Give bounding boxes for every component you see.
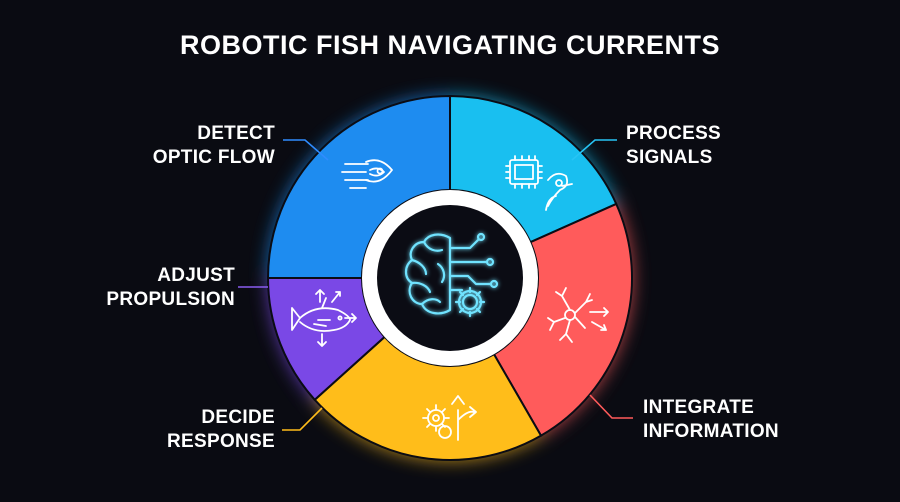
leader-line-process	[571, 139, 617, 161]
brain-circuit-gear-icon	[404, 232, 499, 318]
neuron-network-icon	[547, 287, 609, 343]
gears-branch-arrow-icon	[422, 395, 477, 441]
eye-flow-icon	[341, 159, 393, 189]
diagram-title: ROBOTIC FISH NAVIGATING CURRENTS	[180, 30, 720, 60]
cpu-neuron-icon	[505, 155, 573, 211]
leader-line-detect	[283, 139, 329, 161]
leader-line-integrate	[589, 394, 633, 419]
fish-arrows-icon	[291, 289, 357, 347]
leader-line-decide	[282, 407, 323, 431]
